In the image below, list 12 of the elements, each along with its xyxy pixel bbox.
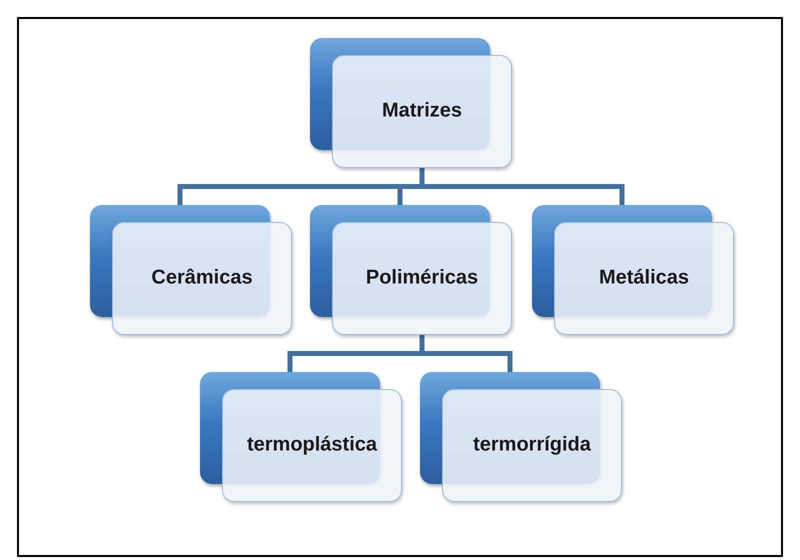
category-box — [420, 372, 622, 502]
category-label: Metálicas — [598, 266, 690, 290]
category-box — [90, 205, 292, 335]
category-box — [532, 205, 734, 335]
category-box — [310, 38, 512, 168]
category-box — [200, 372, 402, 502]
category-label: Poliméricas — [366, 266, 478, 290]
category-label: termorrígida — [473, 434, 591, 456]
category-label: Cerâmicas — [151, 266, 253, 290]
category-box — [310, 205, 512, 335]
category-label: termoplástica — [246, 434, 378, 456]
category-label: Matrizes — [382, 100, 462, 122]
